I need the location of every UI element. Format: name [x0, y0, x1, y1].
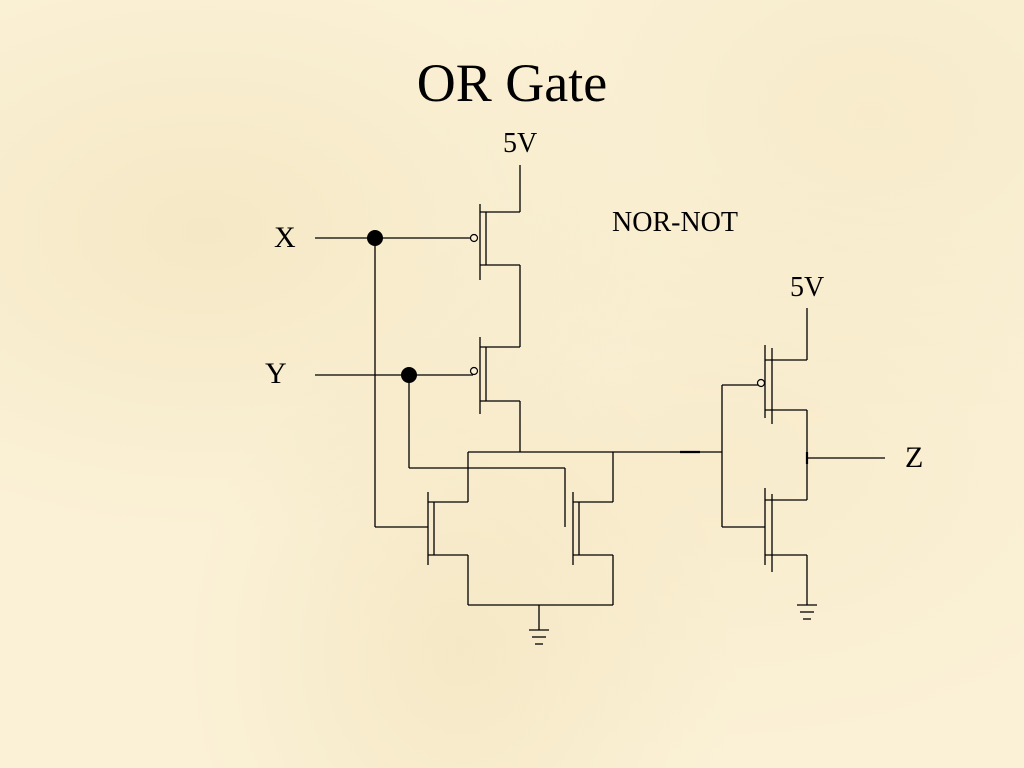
supply-label-not: 5V: [790, 272, 825, 303]
nor-output-node: [467, 401, 722, 502]
ground-icon-nor: [468, 604, 613, 645]
annotation-label: NOR-NOT: [612, 207, 738, 238]
input-y-wire: [315, 374, 566, 527]
nmos-transistor-x: [427, 492, 468, 565]
inverter-pmos-transistor: [756, 345, 807, 424]
pmos-x-bubble-icon: [469, 233, 479, 243]
output-label-z: Z: [905, 441, 924, 474]
ground-icon-not: [797, 555, 817, 620]
pmos-transistor-y: [469, 337, 520, 414]
pmos-transistor-x: [469, 204, 520, 280]
input-label-y: Y: [265, 357, 287, 390]
inverter-nmos-transistor: [764, 488, 807, 572]
inverter-output-node: [805, 410, 885, 500]
input-x-wire: [315, 237, 473, 528]
supply-label-nor: 5V: [503, 128, 538, 159]
nmos-transistor-y: [572, 492, 613, 565]
inverter-pmos-bubble-icon: [756, 378, 766, 388]
junction-dot-y: [401, 367, 417, 383]
slide-title: OR Gate: [416, 53, 608, 113]
pmos-y-bubble-icon: [469, 366, 479, 376]
input-label-x: X: [274, 221, 296, 254]
junction-dot-x: [367, 230, 383, 246]
